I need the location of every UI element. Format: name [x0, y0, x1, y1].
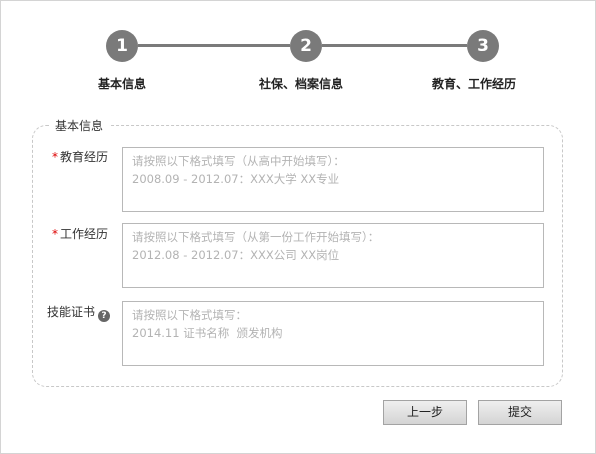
certificate-label: 技能证书? [47, 303, 111, 322]
certificate-textarea[interactable] [122, 301, 544, 366]
step-3-label: 教育、工作经历 [431, 77, 516, 91]
step-2-circle: 2 [290, 30, 322, 62]
required-mark: * [52, 150, 58, 164]
education-textarea[interactable] [122, 147, 544, 212]
basic-info-group [32, 125, 563, 387]
step-connector-2-3 [322, 44, 467, 47]
education-label: *教育经历 [52, 148, 108, 165]
step-connector-1-2 [138, 44, 290, 47]
step-2-label: 社保、档案信息 [258, 77, 343, 91]
help-icon[interactable]: ? [98, 310, 111, 322]
work-textarea[interactable] [122, 223, 544, 288]
required-mark: * [52, 227, 58, 241]
step-1-circle: 1 [106, 30, 138, 62]
step-3-circle: 3 [467, 30, 499, 62]
submit-button[interactable]: 提交 [478, 400, 562, 425]
section-legend: 基本信息 [49, 117, 110, 134]
step-1-label: 基本信息 [97, 77, 146, 91]
education-label-text: 教育经历 [60, 150, 109, 164]
work-label-text: 工作经历 [60, 227, 109, 241]
prev-step-button[interactable]: 上一步 [383, 400, 467, 425]
work-label: *工作经历 [52, 225, 108, 242]
certificate-label-text: 技能证书 [47, 305, 96, 319]
